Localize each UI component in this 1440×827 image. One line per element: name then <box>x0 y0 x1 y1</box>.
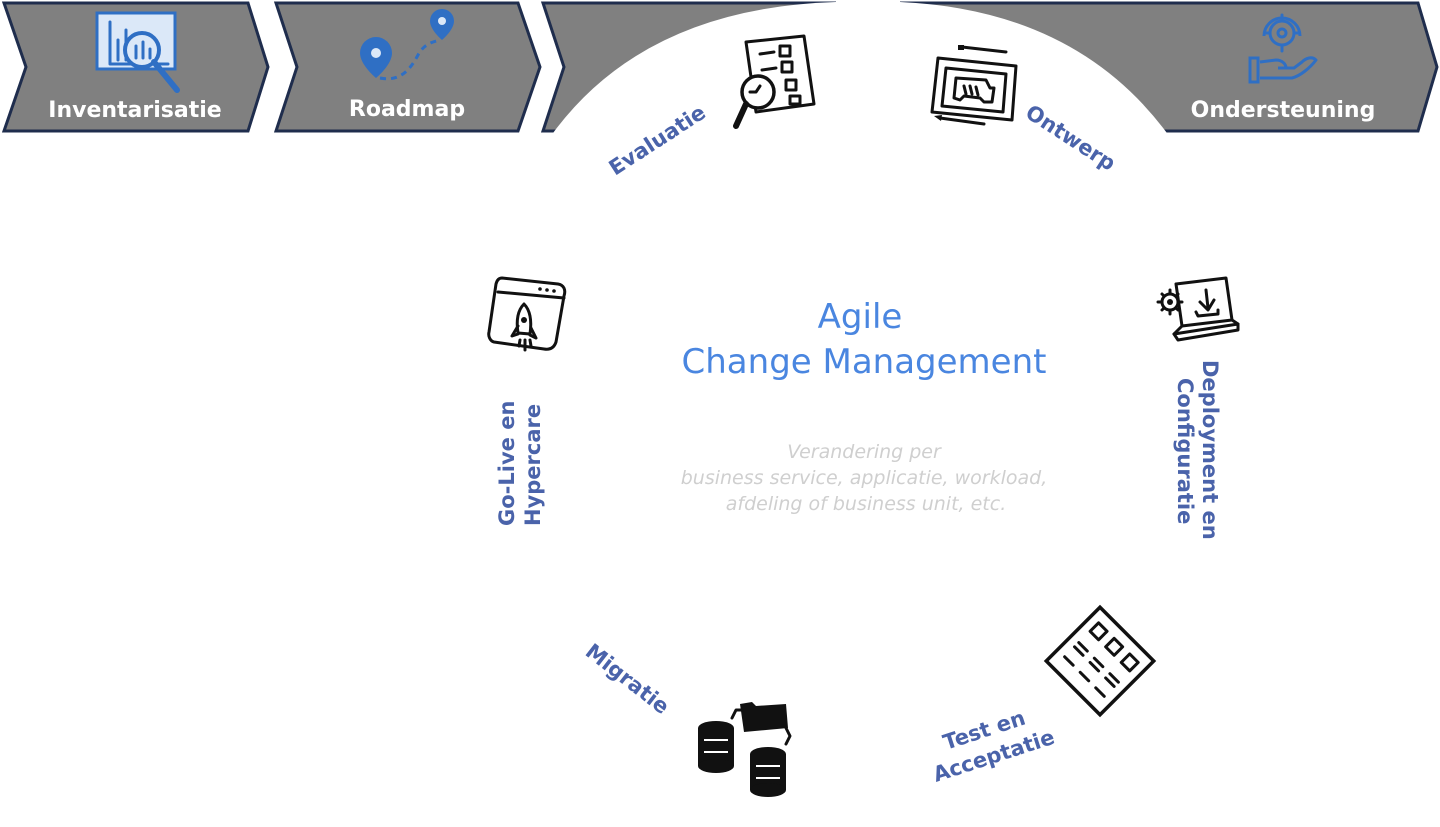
chevron-label-ondersteuning: Ondersteuning <box>1191 98 1376 123</box>
laptop-gear-download-icon <box>1156 276 1240 342</box>
chevron-label-inventarisatie: Inventarisatie <box>48 98 221 123</box>
phase-label-deployment-line1: Deployment en <box>1198 360 1222 540</box>
center-title-line1: Agile <box>818 297 903 337</box>
blueprint-icon <box>930 45 1018 126</box>
phase-label-migratie: Migratie <box>581 639 674 719</box>
chevron-label-roadmap: Roadmap <box>349 97 465 122</box>
phase-label-golive-line2: Hypercare <box>521 404 545 526</box>
cycle-center: Agile Change Management Verandering per … <box>681 297 1048 515</box>
database-right <box>750 747 786 797</box>
chevron-banner: Inventarisatie Roadmap <box>1 0 1439 140</box>
center-subtitle-line3: afdeling of business unit, etc. <box>726 493 1007 515</box>
phase-label-golive-line1: Go-Live en <box>495 401 519 526</box>
chevron-inventarisatie: Inventarisatie <box>1 1 270 133</box>
center-subtitle-line1: Verandering per <box>787 441 942 463</box>
phase-label-deployment-line2: Configuratie <box>1173 378 1197 524</box>
map-route-icon <box>360 9 454 81</box>
hand-gear-support-icon <box>1248 13 1318 84</box>
chevron-roadmap: Roadmap <box>273 1 542 133</box>
browser-rocket-icon <box>487 276 567 352</box>
database-transfer-icon <box>698 702 792 797</box>
center-subtitle-line2: business service, applicatie, workload, <box>681 467 1048 489</box>
arch-right <box>900 2 1172 140</box>
test-checklist-icon <box>1043 604 1157 718</box>
chart-magnifier-icon <box>95 11 180 93</box>
database-left <box>698 721 734 773</box>
arch-gap <box>836 0 900 140</box>
center-title-line2: Change Management <box>682 342 1047 382</box>
checklist-magnifier-icon <box>733 34 816 129</box>
